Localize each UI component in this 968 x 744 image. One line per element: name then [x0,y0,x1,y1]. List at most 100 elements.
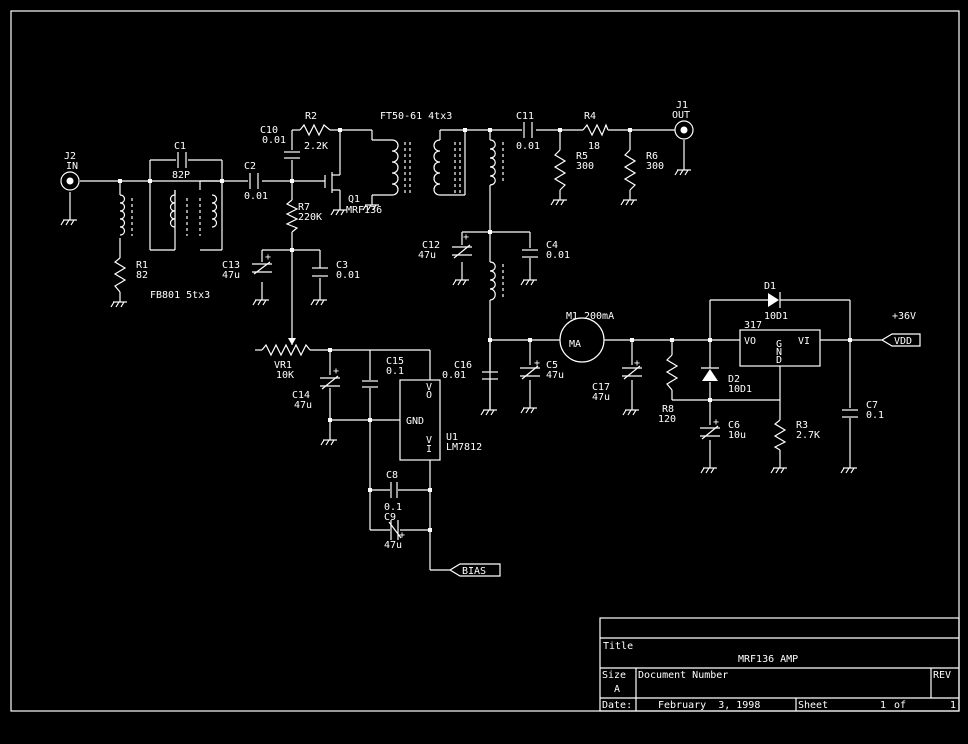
u1-vi-v: V [426,435,432,446]
c8-ref: C8 [386,470,398,481]
r7-ref: R7 [298,202,310,213]
c3-val: 0.01 [336,270,360,281]
rev-label: REV [933,670,951,681]
c3-ref: C3 [336,260,348,271]
c14-plus: + [333,366,339,377]
c15-val: 0.1 [386,366,404,377]
date-value: February 3, 1998 [658,700,760,711]
c4-val: 0.01 [546,250,570,261]
title-value: MRF136 AMP [738,654,798,665]
c13-ref: C13 [222,260,240,271]
c17-plus: + [634,358,640,369]
r1-val: 82 [136,270,148,281]
c17-val: 47u [592,392,610,403]
sheet-number: 1 [880,700,886,711]
u317-vi: VI [798,336,810,347]
c7-capacitor-icon [842,409,858,418]
m1-val: 200mA [584,311,614,322]
r6-resistor-icon [623,149,637,191]
c12-val: 47u [418,250,436,261]
m1-face: MA [569,339,581,350]
u1-vo-v: V [426,382,432,393]
d1-ref: D1 [764,281,776,292]
r6-ref: R6 [646,151,658,162]
c10-ref: C10 [260,125,278,136]
c5-plus: + [534,358,540,369]
r8-resistor-icon [665,354,679,391]
r2-resistor-icon [299,123,331,137]
c8-capacitor-icon [390,482,398,498]
vdd-port-flag: VDD [880,333,921,347]
j1-connector-icon [674,120,694,140]
u1-vo-o: O [426,390,432,401]
c12-electrolytic-capacitor-icon [452,244,472,259]
r3-ref: R3 [796,420,808,431]
c7-val: 0.1 [866,410,884,421]
j2-connector-icon [60,171,80,191]
c9-ref: C9 [384,512,396,523]
r5-ref: R5 [576,151,588,162]
vr1-ref: VR1 [274,360,292,371]
q1-val: MRF136 [346,205,382,216]
c7-ref: C7 [866,400,878,411]
c9-electrolytic-capacitor-icon [388,520,402,540]
l2-inductor-icon [169,194,188,236]
r1-ref: R1 [136,260,148,271]
r4-resistor-icon [582,123,609,137]
c9-val: 47u [384,540,402,551]
c11-ref: C11 [516,111,534,122]
c6-ref: C6 [728,420,740,431]
c16-ref: C16 [454,360,472,371]
c5-val: 47u [546,370,564,381]
title-block: Title MRF136 AMP Size A Document Number … [599,617,960,712]
c13-plus: + [265,252,271,263]
c6-val: 10u [728,430,746,441]
r2-ref: R2 [305,111,317,122]
c5-electrolytic-capacitor-icon [520,365,540,380]
date-label: Date: [602,700,632,711]
c13-electrolytic-capacitor-icon [252,261,272,275]
d2-diode-icon [701,367,719,381]
c17-ref: C17 [592,382,610,393]
r7-val: 220K [298,212,322,223]
bias-port-flag: BIAS [448,563,501,577]
r1-resistor-icon [113,257,127,293]
of-label: of [894,700,906,711]
u317-regulator-box [739,329,821,367]
c14-electrolytic-capacitor-icon [320,375,340,390]
fb-label: FB801 5tx3 [150,290,210,301]
c11-val: 0.01 [516,141,540,152]
r3-resistor-icon [773,419,787,451]
j1-name: OUT [672,110,690,121]
c6-electrolytic-capacitor-icon [700,425,720,440]
c2-ref: C2 [244,161,256,172]
l1-inductor-icon [119,194,133,236]
m1-ref: M1 [566,311,578,322]
c4-capacitor-icon [522,249,538,258]
c1-ref: C1 [174,141,186,152]
c2-capacitor-icon [249,173,259,189]
c2-val: 0.01 [244,191,268,202]
u1-regulator-box [399,379,441,461]
j2-name: IN [66,161,78,172]
m1-meter-icon [559,317,605,363]
d1-diode-icon [768,292,781,308]
c1-val: 82P [172,170,190,181]
vr1-val: 10K [276,370,294,381]
docnum-label: Document Number [638,670,728,681]
r5-resistor-icon [553,149,567,191]
size-value: A [614,684,620,695]
u317-label: 317 [744,320,762,331]
component-labels: J2 IN J1 OUT C1 82P R1 82 FB801 5tx3 C2 … [64,100,916,551]
u1-gnd: GND [406,416,424,427]
u1-val: LM7812 [446,442,482,453]
vdd-label: VDD [894,336,912,347]
c12-plus: + [463,232,469,243]
r4-val: 18 [588,141,600,152]
u317-d: D [776,355,782,366]
u1-vi-i: I [426,444,432,455]
c15-capacitor-icon [362,380,378,388]
c10-capacitor-icon [284,151,300,159]
c13-val: 47u [222,270,240,281]
